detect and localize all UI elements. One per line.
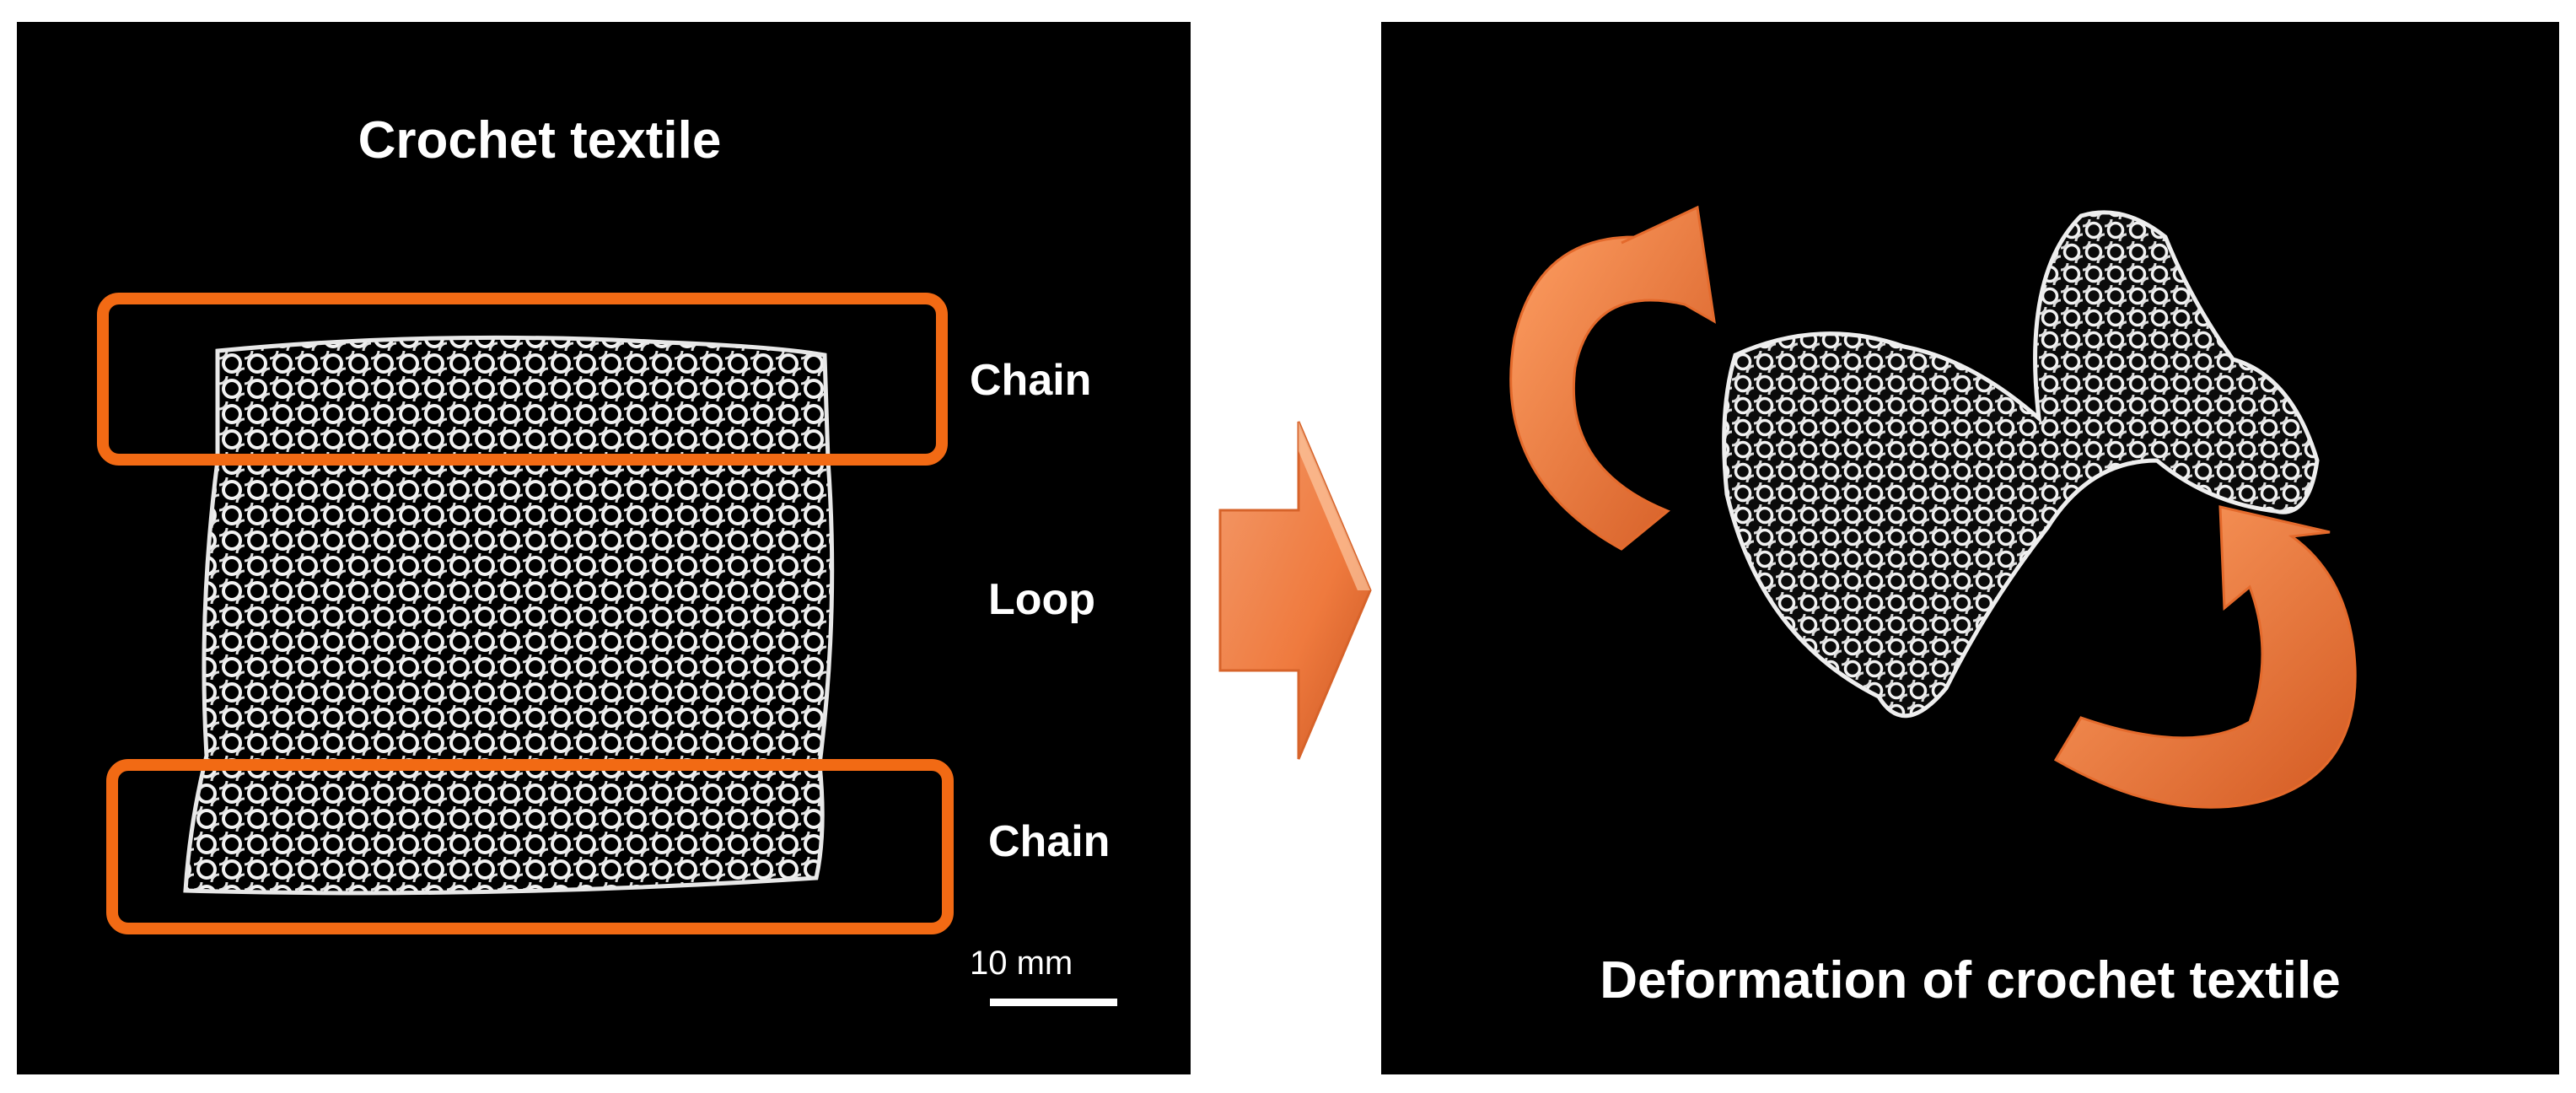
left-panel: Crochet textile Chain Loop Chain 10 mm xyxy=(17,22,1191,1074)
right-panel: Deformation of crochet textile xyxy=(1381,22,2559,1074)
scale-bar xyxy=(990,999,1117,1006)
curved-arrow-icon xyxy=(1509,205,1716,551)
deformed-textile-image xyxy=(1509,205,2357,809)
chain-label-bottom: Chain xyxy=(988,817,1111,866)
right-arrow-icon xyxy=(1218,421,1372,760)
curved-arrow-icon xyxy=(2053,505,2357,809)
right-panel-title: Deformation of crochet textile xyxy=(1600,951,2341,1010)
chain-highlight-top xyxy=(97,293,948,466)
loop-label: Loop xyxy=(988,575,1096,624)
scale-bar-label: 10 mm xyxy=(970,945,1073,982)
chain-label-top: Chain xyxy=(970,356,1092,405)
chain-highlight-bottom xyxy=(106,759,954,934)
left-panel-title: Crochet textile xyxy=(358,111,722,170)
deformed-textile xyxy=(1722,210,2320,719)
